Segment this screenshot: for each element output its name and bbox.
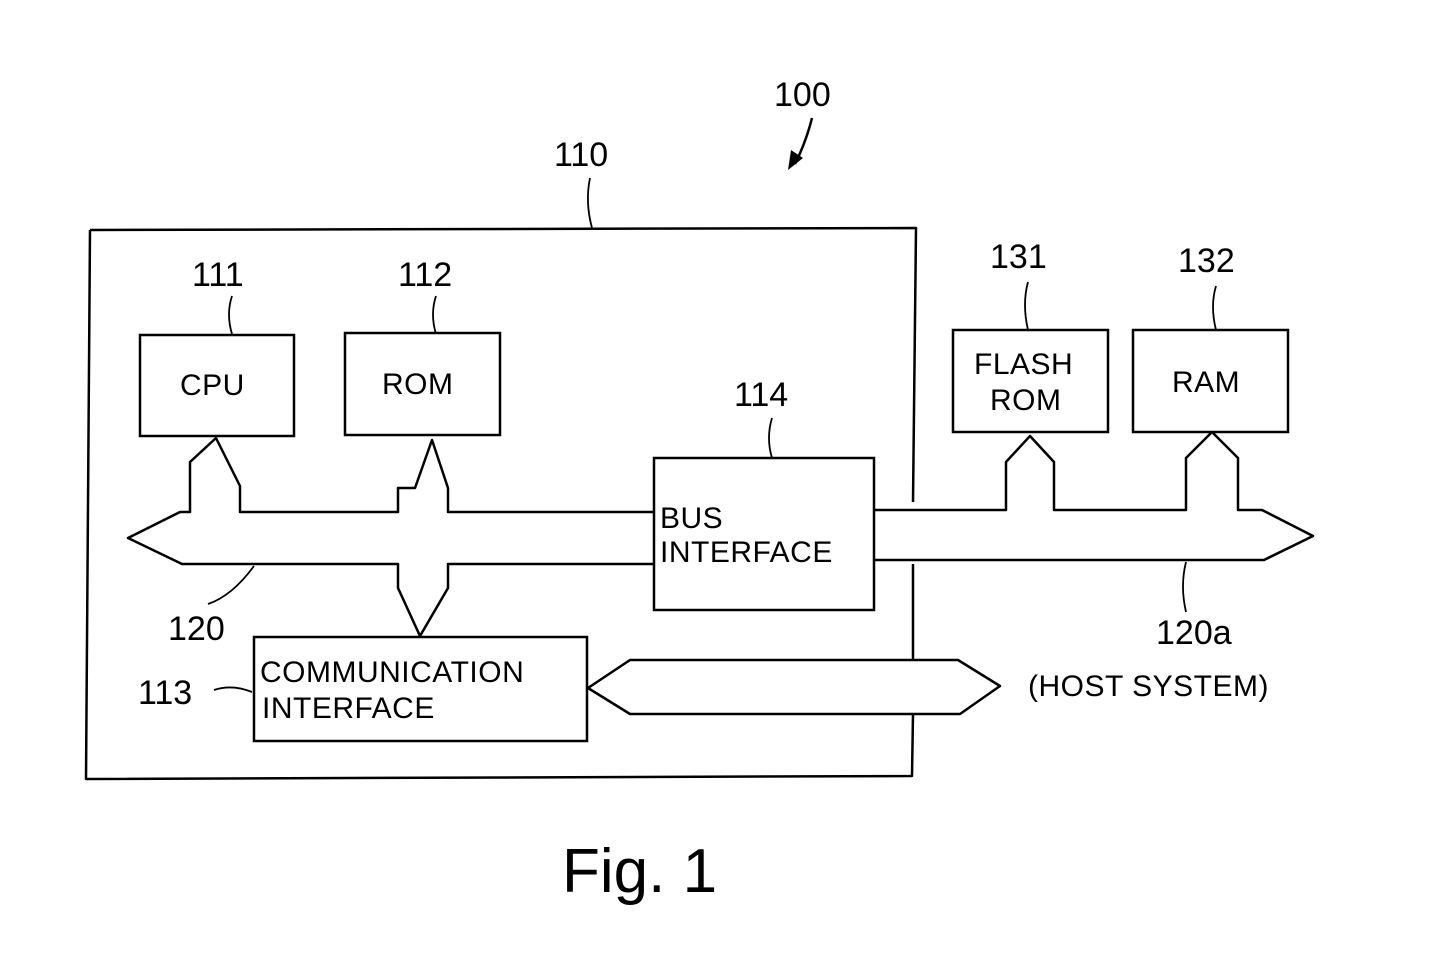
comm-interface-label-1: COMMUNICATION bbox=[260, 656, 524, 689]
ref-113: 113 bbox=[138, 674, 192, 712]
ref-120a-leader bbox=[1183, 562, 1186, 612]
host-bus bbox=[875, 432, 1313, 560]
rom-label: ROM bbox=[382, 368, 454, 401]
flash-rom-label-1: FLASH bbox=[974, 348, 1073, 381]
bus-interface-label-2: INTERFACE bbox=[660, 536, 833, 569]
ref-111: 111 bbox=[192, 256, 244, 294]
ref-132: 132 bbox=[1178, 242, 1235, 280]
ram-label: RAM bbox=[1172, 366, 1240, 399]
ref-112: 112 bbox=[398, 256, 452, 294]
ref-132-leader bbox=[1213, 286, 1216, 330]
internal-bus bbox=[128, 438, 654, 636]
comm-interface-label-2: INTERFACE bbox=[262, 692, 435, 725]
ref-110: 110 bbox=[554, 136, 608, 174]
ref-120: 120 bbox=[168, 610, 225, 648]
comm-interface-block bbox=[254, 637, 587, 741]
ref-120a: 120a bbox=[1156, 614, 1232, 652]
flash-rom-label-2: ROM bbox=[990, 384, 1062, 417]
figure-caption: Fig. 1 bbox=[562, 837, 717, 906]
ref-131: 131 bbox=[990, 238, 1047, 276]
host-system-label: (HOST SYSTEM) bbox=[1028, 670, 1269, 703]
ref-113-leader bbox=[214, 687, 252, 692]
host-link-bus bbox=[588, 660, 1000, 714]
ref-114-leader bbox=[769, 418, 772, 458]
ref-131-leader bbox=[1025, 282, 1028, 330]
ref-112-leader bbox=[433, 296, 436, 334]
bus-interface-label-1: BUS bbox=[660, 502, 723, 535]
ref-120-leader bbox=[208, 566, 254, 604]
ref-110-leader bbox=[588, 178, 592, 228]
cpu-label: CPU bbox=[180, 369, 245, 402]
ref-100: 100 bbox=[774, 76, 831, 114]
ref-111-leader bbox=[229, 296, 232, 334]
ref-114: 114 bbox=[734, 376, 788, 414]
